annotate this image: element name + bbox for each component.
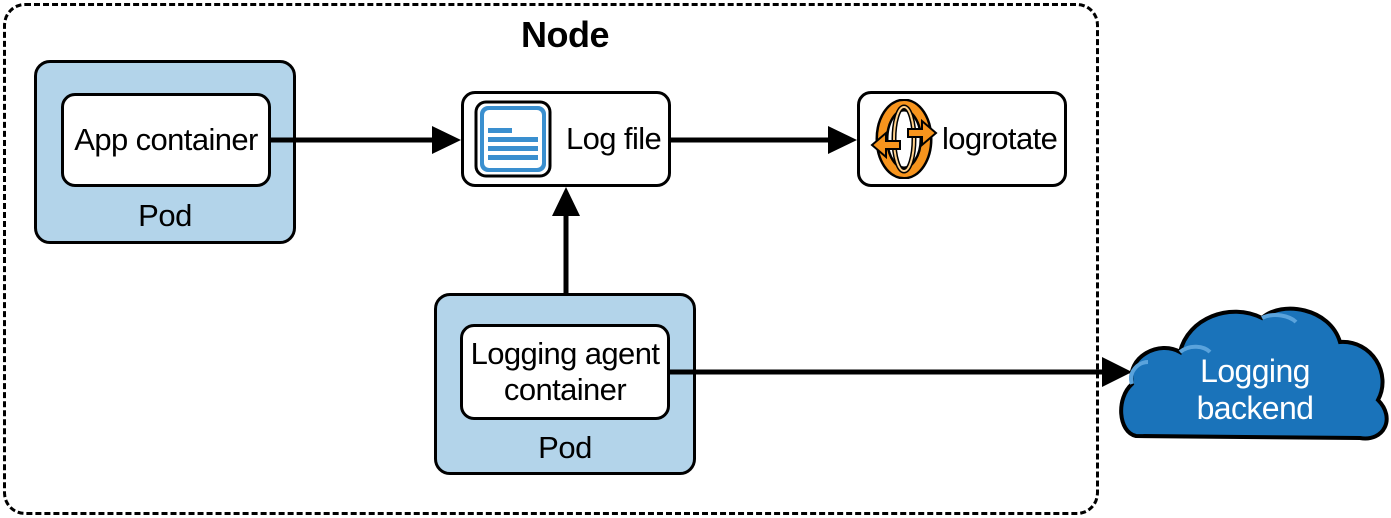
rotate-cycle-icon: [870, 98, 938, 180]
log-file-box: Log file: [461, 91, 671, 187]
logrotate-box: logrotate: [857, 91, 1067, 187]
arrow-app-to-logfile: [271, 126, 461, 154]
logging-agent-label-line1: Logging agent: [470, 336, 660, 371]
logging-backend-line1: Logging: [1200, 353, 1310, 389]
arrow-agent-to-backend: [670, 357, 1132, 387]
arrow-agent-to-logfile: [552, 187, 580, 293]
logging-backend-line2: backend: [1196, 390, 1314, 426]
logging-agent-container: Logging agent container: [460, 324, 670, 420]
app-container-label: App container: [74, 122, 258, 157]
logrotate-label: logrotate: [942, 121, 1058, 156]
agent-pod-label: Pod: [538, 430, 592, 465]
arrow-logfile-to-logrotate: [671, 126, 857, 154]
logging-agent-label-line2: container: [503, 372, 627, 407]
app-pod-label: Pod: [138, 198, 192, 233]
node-title: Node: [521, 14, 610, 55]
document-lines-icon: [474, 100, 552, 178]
log-file-label: Log file: [566, 121, 662, 156]
app-container: App container: [61, 93, 271, 187]
logging-backend-label: Logging backend: [1160, 353, 1350, 427]
cloud-icon: [1119, 306, 1389, 441]
node-boundary: [3, 3, 1099, 515]
